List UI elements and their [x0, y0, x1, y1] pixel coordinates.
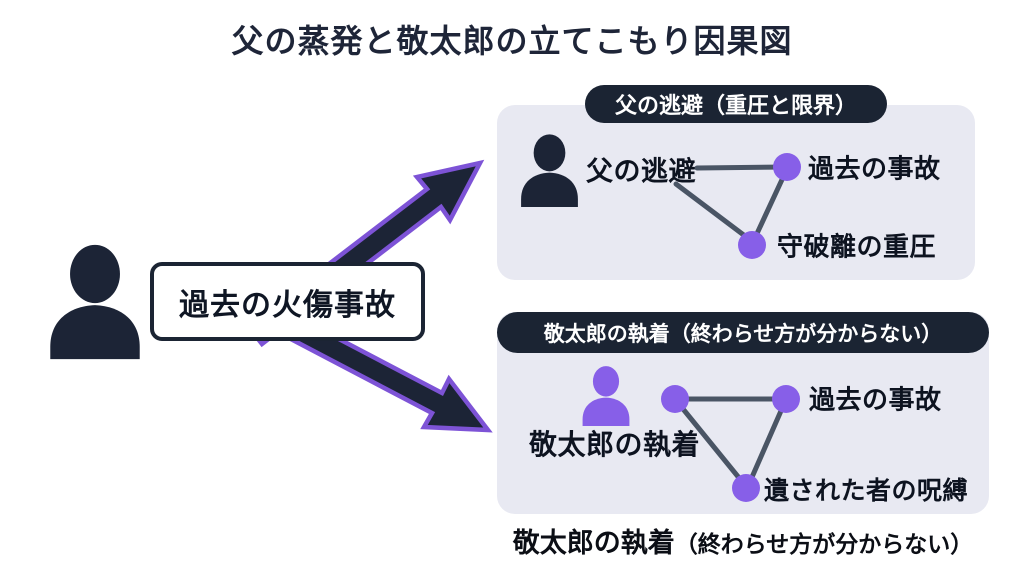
- node-label-father-escape: 父の逃避: [586, 156, 696, 187]
- node-label-shuhari-pressure: 守破離の重圧: [777, 231, 937, 262]
- father-person-icon: [516, 133, 583, 207]
- node-label-past-accident-bottom: 過去の事故: [809, 384, 942, 415]
- panel-header-keitaro: 敬太郎の執着（終わらせ方が分からない）: [497, 312, 989, 353]
- caption-main: 敬太郎の執着: [512, 528, 675, 558]
- cause-label-box: 過去の火傷事故: [150, 262, 425, 341]
- node-label-keitaro-obsession: 敬太郎の執着: [529, 429, 701, 460]
- bottom-caption: 敬太郎の執着（終わらせ方が分からない）: [443, 521, 1024, 560]
- page-title: 父の蒸発と敬太郎の立てこもり因果図: [231, 23, 793, 59]
- node-label-past-accident-top: 過去の事故: [808, 153, 941, 184]
- keitaro-person-icon: [577, 365, 635, 426]
- caption-sub: （終わらせ方が分からない）: [674, 531, 974, 557]
- node-label-survivor-curse: 遺された者の呪縛: [764, 477, 969, 505]
- cause-person-icon: [43, 242, 147, 360]
- panel-header-father: 父の逃避（重圧と限界）: [584, 85, 888, 123]
